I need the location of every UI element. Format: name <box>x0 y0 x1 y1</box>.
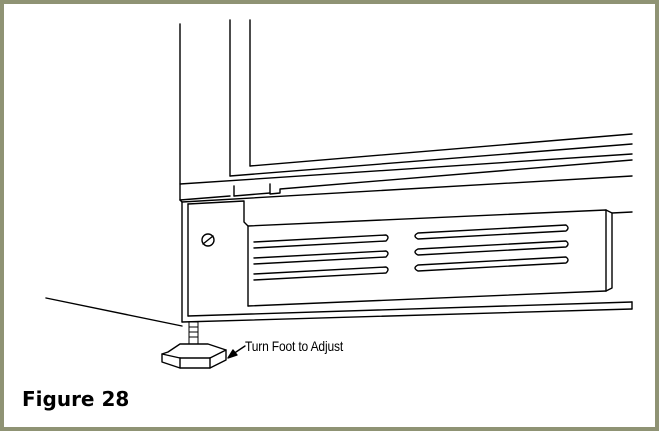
grille-vents-right <box>414 224 569 272</box>
grille-vents-left <box>253 234 389 281</box>
callout-arrow-icon <box>227 345 246 359</box>
appliance-base-illustration <box>45 19 633 369</box>
figure-caption: Figure 28 <box>22 387 130 411</box>
screw-icon <box>201 233 215 247</box>
floor-line <box>45 297 183 327</box>
leveling-foot-icon <box>161 321 227 369</box>
callout-label: Turn Foot to Adjust <box>245 338 344 354</box>
cabinet-side-edge <box>179 23 183 203</box>
kick-plate <box>181 175 633 323</box>
door-panel <box>179 19 633 201</box>
